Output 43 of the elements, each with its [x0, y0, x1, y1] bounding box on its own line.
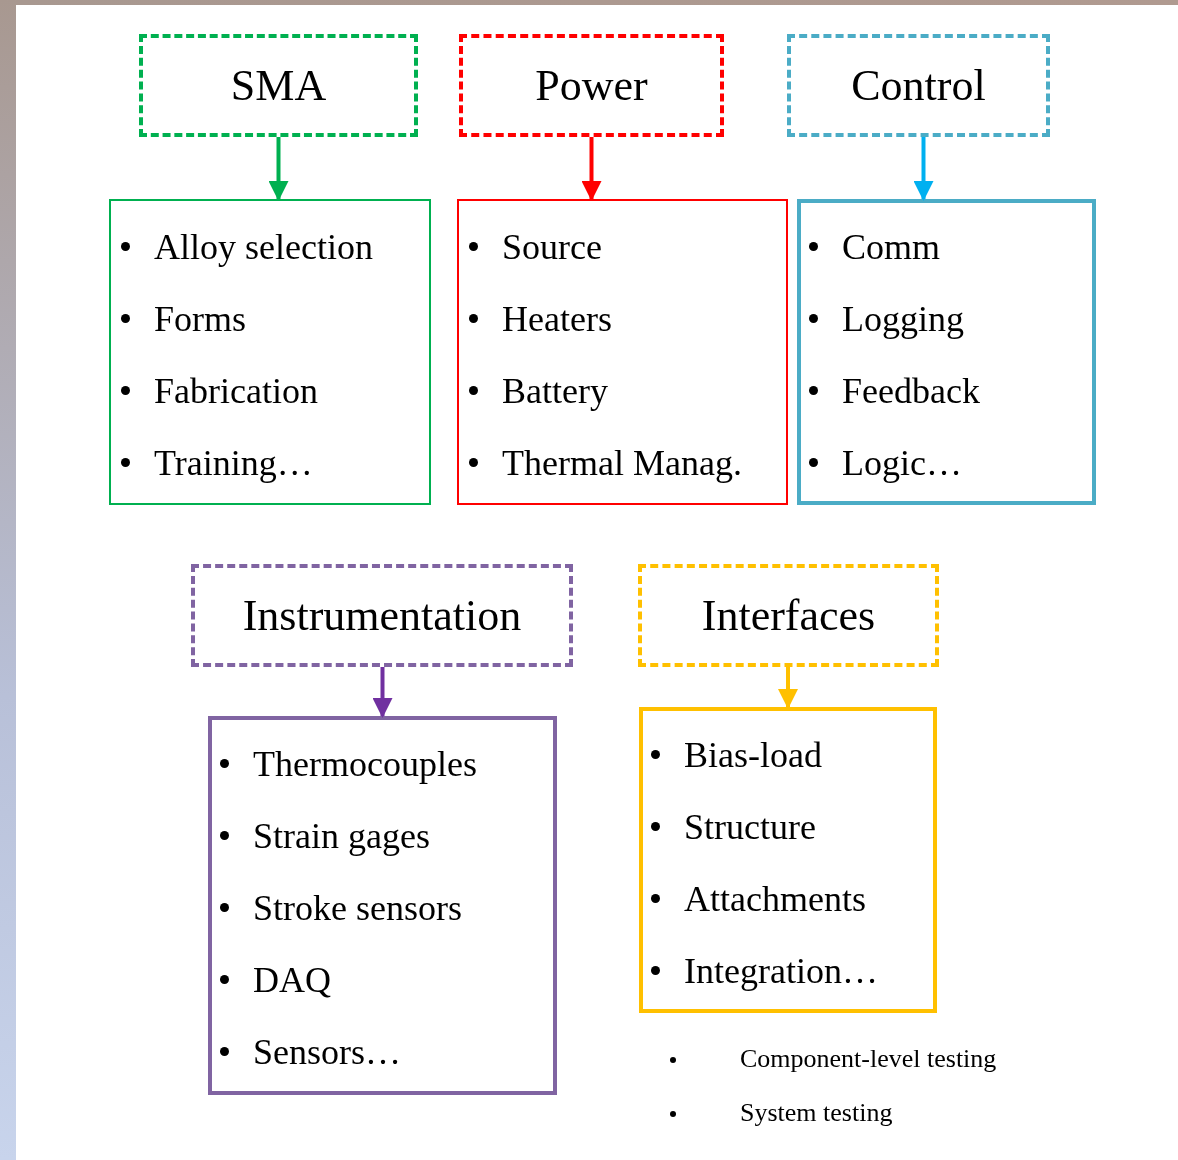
list-item: Forms: [154, 301, 247, 337]
bullet-list-box: [208, 716, 557, 1095]
list-item: Comm: [842, 229, 940, 265]
list-item: Logging: [842, 301, 964, 337]
list-item: Feedback: [842, 373, 980, 409]
category-title: Interfaces: [701, 590, 876, 641]
category-box: [191, 564, 573, 667]
list-item: Sensors…: [253, 1034, 401, 1070]
arrow: [268, 137, 289, 201]
list-item: Stroke sensors: [253, 890, 462, 926]
list-item: Structure: [684, 809, 816, 845]
bullet-list-box: [457, 199, 788, 505]
list-item: Attachments: [684, 881, 866, 917]
bullet-list-box: [109, 199, 431, 505]
category-title: Instrumentation: [242, 590, 522, 641]
list-item: Battery: [502, 373, 608, 409]
bullet-list-box: [797, 199, 1096, 505]
list-item: Fabrication: [154, 373, 318, 409]
list-item: Thermocouples: [253, 746, 477, 782]
category-box: [638, 564, 939, 667]
arrow: [913, 137, 934, 201]
list-item: Strain gages: [253, 818, 430, 854]
category-title: Power: [535, 60, 648, 111]
list-item: Logic…: [842, 445, 962, 481]
list-item: Bias-load: [684, 737, 822, 773]
list-item: Integration…: [684, 953, 878, 989]
list-item: Training…: [154, 445, 313, 481]
arrow: [778, 667, 798, 709]
category-title: Control: [851, 60, 986, 111]
category-box: [787, 34, 1050, 137]
arrow: [372, 667, 393, 718]
list-item: Alloy selection: [154, 229, 373, 265]
list-item: DAQ: [253, 962, 331, 998]
bullet-list-box: [639, 707, 937, 1013]
note-text: Component-level testing: [740, 1046, 997, 1072]
list-item: Heaters: [502, 301, 612, 337]
category-box: [139, 34, 418, 137]
list-item: Thermal Manag.: [502, 445, 742, 481]
arrow: [581, 137, 602, 201]
note-text: System testing: [740, 1100, 893, 1126]
category-title: SMA: [230, 60, 327, 111]
category-box: [459, 34, 724, 137]
list-item: Source: [502, 229, 602, 265]
